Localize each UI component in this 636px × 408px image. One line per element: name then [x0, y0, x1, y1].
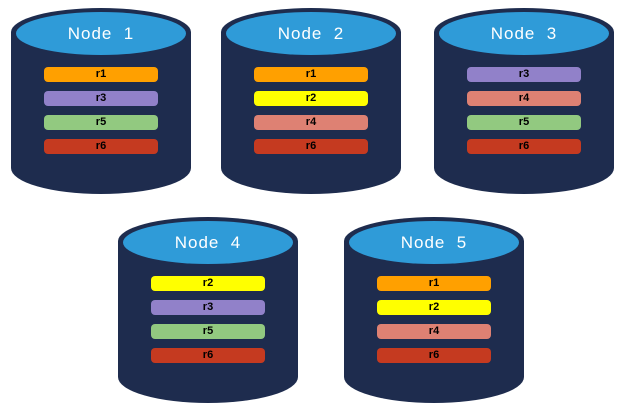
replica-bar-r2: r2 [151, 276, 265, 291]
replica-list: r3 r4 r5 r6 [467, 67, 581, 154]
replica-bar-r6: r6 [377, 348, 491, 363]
replica-list: r2 r3 r5 r6 [151, 276, 265, 363]
database-node: Node 1 r1 r3 r5 r6 [11, 8, 191, 194]
replica-list: r1 r2 r4 r6 [254, 67, 368, 154]
cylinder-top-icon: Node 2 [226, 12, 396, 55]
cylinder-top-icon: Node 1 [16, 12, 186, 55]
replica-bar-r1: r1 [44, 67, 158, 82]
replica-bar-r6: r6 [254, 139, 368, 154]
cylinder-top-icon: Node 4 [123, 221, 293, 264]
replica-bar-r4: r4 [467, 91, 581, 106]
replica-bar-r3: r3 [151, 300, 265, 315]
cylinder-body [221, 32, 401, 194]
replica-bar-r6: r6 [151, 348, 265, 363]
cylinder-top-icon: Node 3 [439, 12, 609, 55]
node-title: Node 5 [400, 232, 468, 252]
replica-list: r1 r2 r4 r6 [377, 276, 491, 363]
replica-bar-r6: r6 [44, 139, 158, 154]
replica-bar-r3: r3 [44, 91, 158, 106]
cylinder-top-icon: Node 5 [349, 221, 519, 264]
replica-list: r1 r3 r5 r6 [44, 67, 158, 154]
replica-bar-r1: r1 [254, 67, 368, 82]
node-title: Node 4 [174, 232, 242, 252]
node-title: Node 1 [67, 23, 135, 43]
cylinder-body [434, 32, 614, 194]
replica-bar-r5: r5 [151, 324, 265, 339]
replica-bar-r2: r2 [254, 91, 368, 106]
database-node: Node 2 r1 r2 r4 r6 [221, 8, 401, 194]
database-node: Node 3 r3 r4 r5 r6 [434, 8, 614, 194]
replica-bar-r3: r3 [467, 67, 581, 82]
replica-bar-r5: r5 [467, 115, 581, 130]
replica-bar-r2: r2 [377, 300, 491, 315]
cylinder-body [344, 241, 524, 403]
replica-bar-r5: r5 [44, 115, 158, 130]
replica-bar-r4: r4 [377, 324, 491, 339]
replica-bar-r6: r6 [467, 139, 581, 154]
database-node: Node 5 r1 r2 r4 r6 [344, 217, 524, 403]
cylinder-body [11, 32, 191, 194]
replica-bar-r1: r1 [377, 276, 491, 291]
node-title: Node 2 [277, 23, 345, 43]
node-title: Node 3 [490, 23, 558, 43]
database-node: Node 4 r2 r3 r5 r6 [118, 217, 298, 403]
replica-bar-r4: r4 [254, 115, 368, 130]
cylinder-body [118, 241, 298, 403]
